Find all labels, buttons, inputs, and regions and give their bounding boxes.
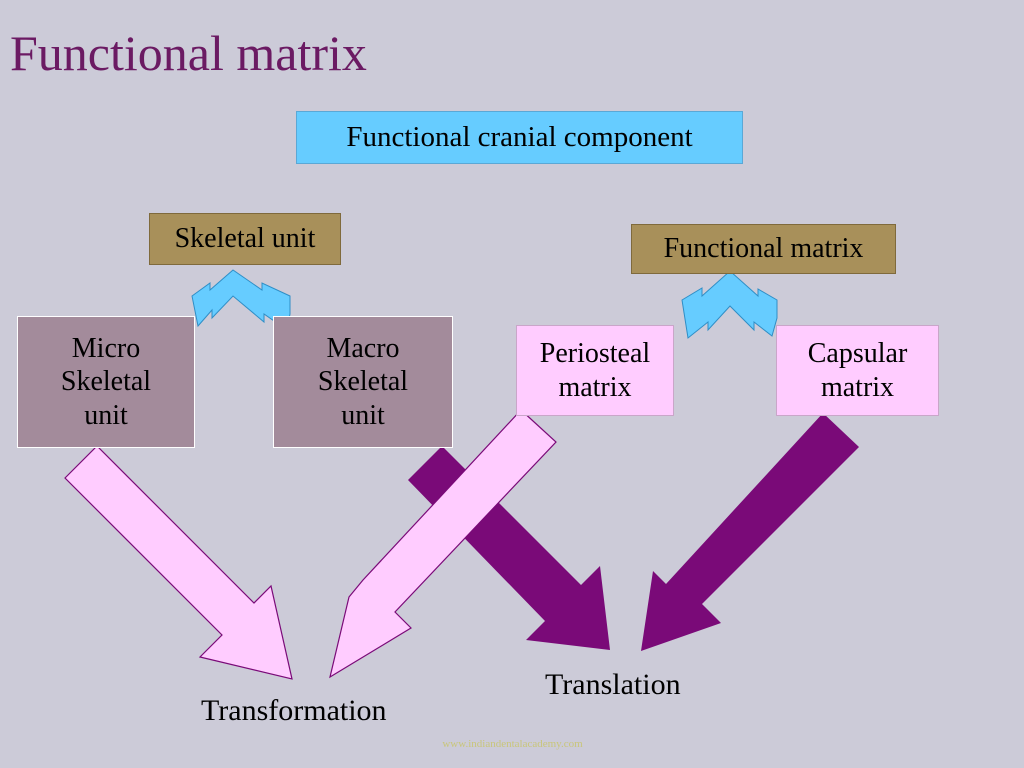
periosteal-line-1: Periosteal [539, 338, 651, 370]
footer-watermark: www.indiandentalacademy.com [442, 738, 583, 750]
periosteal-to-transformation-arrow [329, 409, 557, 679]
macro-line-1: Macro [326, 333, 400, 365]
micro-to-transformation-arrow [64, 445, 293, 680]
macro-skeletal-unit-box: Macro Skeletal unit [273, 316, 453, 448]
functional-cranial-component-box: Functional cranial component [296, 111, 743, 164]
periosteal-matrix-box: Periosteal matrix [516, 325, 674, 416]
micro-skeletal-unit-box: Micro Skeletal unit [17, 316, 195, 448]
micro-line-3: unit [84, 399, 128, 431]
periosteal-line-2: matrix [558, 371, 632, 403]
translation-label: Translation [545, 668, 681, 701]
capsular-matrix-box: Capsular matrix [776, 325, 939, 416]
capsular-line-2: matrix [820, 371, 895, 403]
functional-matrix-box: Functional matrix [631, 224, 896, 274]
skeletal-unit-box: Skeletal unit [149, 213, 341, 265]
capsular-line-1: Capsular [807, 338, 908, 370]
macro-line-3: unit [341, 399, 385, 431]
transformation-label: Transformation [201, 694, 387, 727]
micro-line-2: Skeletal [60, 366, 152, 398]
capsular-to-translation-arrow [641, 413, 859, 651]
macro-line-2: Skeletal [317, 366, 409, 398]
matrix-branch-arrow [681, 270, 778, 339]
slide-title: Functional matrix [10, 25, 367, 81]
micro-line-1: Micro [71, 333, 141, 365]
